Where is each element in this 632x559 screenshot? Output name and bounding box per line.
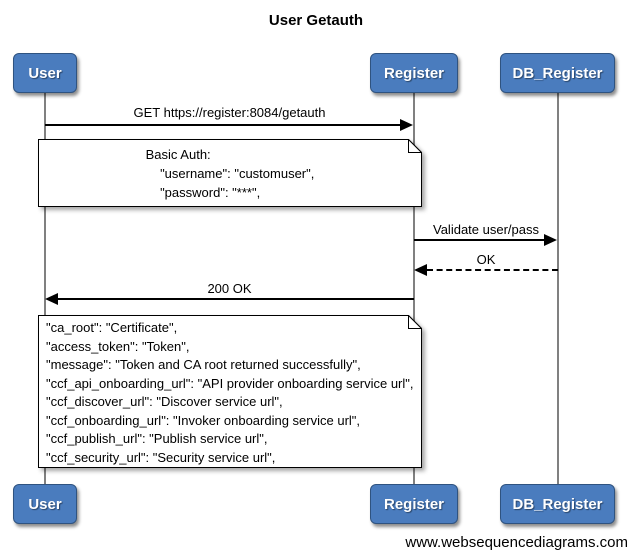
message-label-get-getauth: GET https://register:8084/getauth bbox=[133, 105, 326, 120]
page-title: User Getauth bbox=[268, 12, 364, 29]
actor-box-db-register-top: DB_Register bbox=[500, 53, 615, 93]
actor-box-user-top: User bbox=[13, 53, 77, 93]
actor-label-db-register: DB_Register bbox=[512, 64, 603, 82]
note-shape-icon bbox=[38, 139, 422, 207]
note-line: Basic Auth: bbox=[145, 147, 211, 162]
note-basic-auth: Basic Auth: "username": "customuser", "p… bbox=[38, 139, 422, 207]
actor-box-register-top: Register bbox=[370, 53, 458, 93]
lifeline-db-register bbox=[557, 93, 559, 484]
note-line: "username": "customuser", bbox=[145, 166, 315, 181]
actor-label-register: Register bbox=[383, 64, 445, 82]
arrowhead-right-icon bbox=[544, 234, 557, 246]
note-line: "ccf_publish_url": "Publish service url"… bbox=[46, 431, 268, 446]
note-line: "message": "Token and CA root returned s… bbox=[46, 357, 361, 372]
note-line: "password": "***", bbox=[145, 185, 261, 200]
message-line-get-getauth bbox=[45, 124, 402, 126]
note-line: "ca_root": "Certificate", bbox=[46, 320, 178, 335]
message-line-validate bbox=[414, 239, 546, 241]
message-label-200-ok: 200 OK bbox=[207, 281, 252, 296]
note-line: "ccf_api_onboarding_url": "API provider … bbox=[46, 375, 414, 391]
actor-label-user: User bbox=[28, 495, 62, 513]
message-line-ok bbox=[427, 269, 558, 271]
actor-label-db-register: DB_Register bbox=[512, 495, 603, 513]
note-line: "access_token": "Token", bbox=[46, 338, 190, 354]
note-line: "ccf_onboarding_url": "Invoker onboardin… bbox=[46, 412, 361, 428]
note-line: "ccf_discover_url": "Discover service ur… bbox=[46, 394, 283, 409]
lifeline-user bbox=[44, 93, 46, 484]
arrowhead-left-icon bbox=[414, 264, 427, 276]
actor-label-register: Register bbox=[383, 495, 445, 513]
message-label-validate: Validate user/pass bbox=[433, 222, 539, 237]
note-shape-icon bbox=[38, 315, 422, 468]
arrowhead-left-icon bbox=[45, 293, 58, 305]
note-line: "ccf_security_url": "Security service ur… bbox=[46, 449, 276, 465]
lifeline-register bbox=[413, 93, 415, 484]
actor-box-db-register-bottom: DB_Register bbox=[500, 484, 615, 524]
note-token-response: "ca_root": "Certificate", "access_token"… bbox=[38, 315, 422, 468]
actor-box-user-bottom: User bbox=[13, 484, 77, 524]
watermark: www.websequencediagrams.com bbox=[405, 534, 628, 551]
message-line-200-ok bbox=[58, 298, 414, 300]
message-label-ok: OK bbox=[476, 252, 496, 267]
actor-label-user: User bbox=[28, 64, 62, 82]
actor-box-register-bottom: Register bbox=[370, 484, 458, 524]
arrowhead-right-icon bbox=[400, 119, 413, 131]
